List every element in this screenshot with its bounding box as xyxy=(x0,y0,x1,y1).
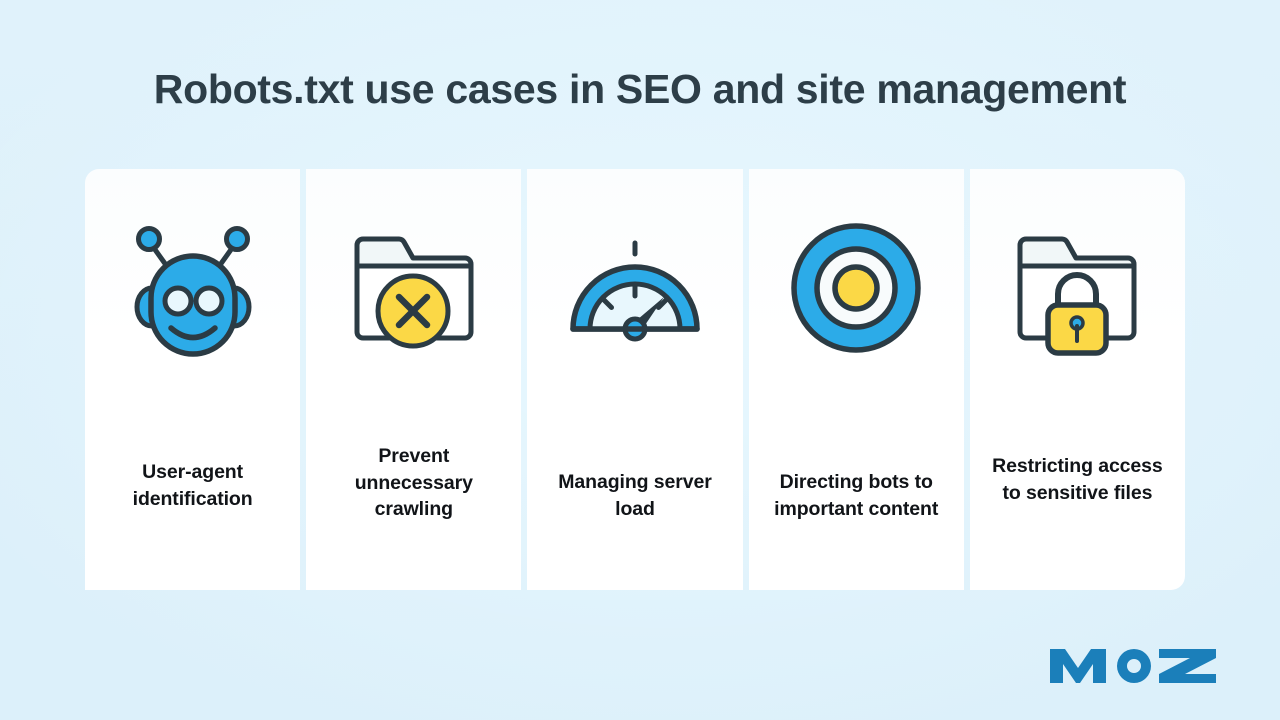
card-label: Prevent unnecessary crawling xyxy=(354,445,473,521)
moz-logo xyxy=(1048,640,1218,688)
target-icon xyxy=(749,169,964,407)
card-managing-server-load[interactable]: Managing server load xyxy=(527,169,743,590)
card-user-agent-identification[interactable]: User-agent identification xyxy=(85,169,301,590)
speedometer-icon xyxy=(527,169,742,407)
card-prevent-unnecessary-crawling[interactable]: Prevent unnecessary crawling xyxy=(306,169,522,590)
card-row: User-agent identification Prevent unnece… xyxy=(85,169,1186,590)
card-label: Directing bots to important content xyxy=(774,471,939,520)
page-title: Robots.txt use cases in SEO and site man… xyxy=(153,66,1127,112)
folder-x-icon xyxy=(306,169,521,407)
robot-icon xyxy=(85,169,300,407)
card-restricting-access-to-sensitive-files[interactable]: Restricting access to sensitive files xyxy=(969,169,1186,590)
card-label: User-agent identification xyxy=(132,461,253,510)
card-label: Managing server load xyxy=(558,471,712,520)
card-label: Restricting access to sensitive files xyxy=(992,455,1163,504)
card-directing-bots-to-important-content[interactable]: Directing bots to important content xyxy=(748,169,964,590)
folder-lock-icon xyxy=(970,169,1185,407)
